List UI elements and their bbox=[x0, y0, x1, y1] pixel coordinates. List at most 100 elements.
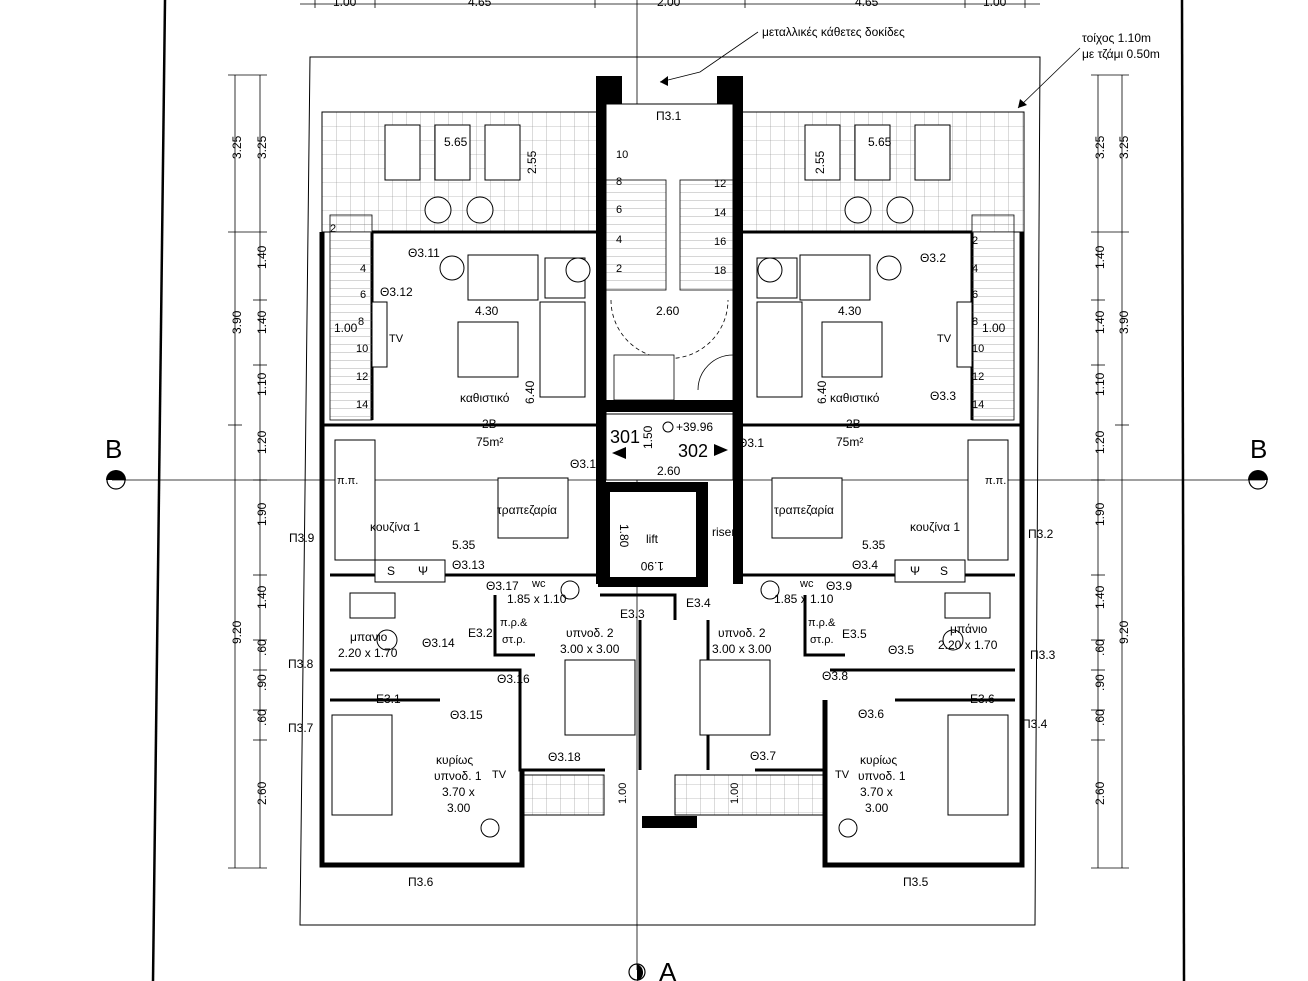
right-unit-furniture bbox=[699, 254, 1009, 838]
label-right-unit-doors-d37: Θ3.7 bbox=[750, 749, 776, 763]
label-left-unit-master-2: 3.70 x bbox=[442, 785, 475, 799]
label-left-unit-storage-0: π.ρ.& bbox=[500, 617, 528, 629]
label-right-dims-inner-1: 1.40 bbox=[1093, 245, 1107, 269]
label-right-unit-appliances-0: Ψ bbox=[910, 564, 920, 578]
label-right-unit-doors-d32: Θ3.2 bbox=[920, 251, 946, 265]
label-right-dims-inner-9: .60 bbox=[1093, 709, 1107, 726]
label-section-marks-right: B bbox=[1250, 434, 1267, 464]
label-right-unit-bath-dim: 2.20 x 1.70 bbox=[938, 638, 998, 652]
label-right-unit-storage-0: π.ρ.& bbox=[808, 617, 836, 629]
label-left-unit-closets-e31: Ε3.1 bbox=[376, 692, 401, 706]
label-left-unit-master-1: υπνοδ. 1 bbox=[434, 769, 482, 783]
stair-door-label: Θ3.19 bbox=[690, 399, 723, 413]
label-stair-steps-left-3: 4 bbox=[616, 234, 622, 246]
label-left-unit-doors-d315: Θ3.15 bbox=[450, 708, 483, 722]
label-right-unit-dining: τραπεζαρία bbox=[774, 503, 834, 517]
label-right-unit-storage-1: στ.ρ. bbox=[810, 634, 834, 646]
left-unit-furniture bbox=[331, 254, 636, 838]
label-left-dims-outer-0: 3.25 bbox=[230, 135, 244, 159]
label-right-unit-living-d: 6.40 bbox=[815, 380, 829, 404]
label-right-unit-appliances-1: S bbox=[940, 564, 948, 578]
label-right-unit-stair-steps-0: 2 bbox=[972, 235, 978, 247]
label-left-unit-balcony-w: 5.65 bbox=[444, 135, 468, 149]
label-left-unit-wc-dim: 1.85 x 1.10 bbox=[507, 592, 567, 606]
label-right-unit-bath: μπάνιο bbox=[950, 622, 988, 636]
corridor-width: 1.50 bbox=[641, 425, 655, 449]
right-stair-width: 1.00 bbox=[982, 321, 1006, 335]
label-right-dims-outer-1: 3.90 bbox=[1117, 310, 1131, 334]
left-dimension-chains bbox=[228, 74, 267, 869]
label-right-unit-doors-d39: Θ3.9 bbox=[826, 579, 852, 593]
label-right-unit-kitchen-w: 5.35 bbox=[862, 538, 886, 552]
closet-e34: Ε3.4 bbox=[686, 596, 711, 610]
right-unit-labels: 5.65 2.55 4.30 6.40 καθιστικό 2B 75m² τρ… bbox=[712, 135, 1056, 889]
top-dim-3: 2.00 bbox=[657, 0, 681, 9]
label-left-unit-windows-p37: Π3.7 bbox=[288, 721, 314, 735]
label-right-unit-doors-d33: Θ3.3 bbox=[930, 389, 956, 403]
label-right-unit-balcony-d: 2.55 bbox=[813, 150, 827, 174]
label-stair-steps-right-3: 18 bbox=[714, 265, 726, 277]
label-left-unit-master-3: 3.00 bbox=[447, 801, 471, 815]
label-left-unit-kitchen-w: 5.35 bbox=[452, 538, 476, 552]
label-right-dims-inner-0: 3.25 bbox=[1093, 135, 1107, 159]
label-left-dims-inner-0: 3.25 bbox=[255, 135, 269, 159]
label-stair-steps-left-1: 8 bbox=[616, 176, 622, 188]
lift-width: 1.80 bbox=[617, 524, 631, 548]
label-left-unit-appliances-0: S bbox=[387, 564, 395, 578]
label-right-unit-doors-d35: Θ3.5 bbox=[888, 643, 914, 657]
label-right-dims-inner-8: .90 bbox=[1093, 674, 1107, 691]
label-left-unit-stair-steps-4: 10 bbox=[356, 343, 368, 355]
label-right-unit-master-3: 3.00 bbox=[865, 801, 889, 815]
label-left-dims-inner-1: 1.40 bbox=[255, 245, 269, 269]
label-right-unit-balcony-w: 5.65 bbox=[868, 135, 892, 149]
label-right-unit-stair-steps-1: 4 bbox=[972, 263, 978, 275]
label-left-unit-kitchen: κουζίνα 1 bbox=[370, 520, 420, 534]
label-right-unit-wc: wc bbox=[799, 578, 814, 590]
label-right-unit-tv2: TV bbox=[835, 769, 850, 781]
label-right-dims-outer-0: 3.25 bbox=[1117, 135, 1131, 159]
stair-core bbox=[596, 76, 743, 584]
section-marker-bottom: A bbox=[628, 957, 677, 981]
label-left-unit-stair-steps-3: 8 bbox=[358, 316, 364, 328]
right-dimension-values: 3.25 1.40 1.40 1.10 1.20 1.90 1.40 .60 .… bbox=[1093, 135, 1131, 805]
label-left-dims-inner-10: 2.60 bbox=[255, 781, 269, 805]
top-dim-4: 4.65 bbox=[855, 0, 879, 9]
label-left-unit-bed2: υπνοδ. 2 bbox=[566, 626, 614, 640]
left-dimension-values: 3.25 3.90 9.20 3.25 1.40 1.40 1.10 1.20 … bbox=[230, 135, 269, 805]
closet-e33: Ε3.3 bbox=[620, 607, 645, 621]
label-right-unit-doors-d38: Θ3.8 bbox=[822, 669, 848, 683]
label-left-dims-inner-8: .90 bbox=[255, 674, 269, 691]
label-left-unit-doors-d310: Θ3.10 bbox=[570, 457, 603, 471]
label-right-dims-outer-2: 9.20 bbox=[1117, 620, 1131, 644]
label-left-unit-under: 1.00 bbox=[617, 783, 629, 804]
label-right-unit-under: 1.00 bbox=[729, 783, 741, 804]
label-right-unit-stair-steps-6: 14 bbox=[972, 399, 984, 411]
top-dim-1: 1.00 bbox=[333, 0, 357, 9]
elevation-label: +39.96 bbox=[676, 420, 713, 434]
label-left-unit-doors-d318: Θ3.18 bbox=[548, 750, 581, 764]
label-left-unit-bath-dim: 2.20 x 1.70 bbox=[338, 646, 398, 660]
label-right-dims-inner-7: .60 bbox=[1093, 639, 1107, 656]
label-left-unit-balcony-d: 2.55 bbox=[525, 150, 539, 174]
label-left-unit-living-w: 4.30 bbox=[475, 304, 499, 318]
top-dimension-chain: 1.00 4.65 2.00 4.65 1.00 bbox=[300, 0, 1040, 9]
label-left-unit-stair-steps-0: 2 bbox=[330, 223, 336, 235]
label-right-unit-type: 2B bbox=[846, 417, 861, 431]
label-left-dims-inner-3: 1.10 bbox=[255, 372, 269, 396]
label-right-unit-stair-steps-3: 8 bbox=[972, 316, 978, 328]
wall-note-1: τοίχος 1.10m bbox=[1082, 31, 1151, 45]
unit-302-label: 302 bbox=[678, 441, 708, 461]
top-dim-5: 1.00 bbox=[983, 0, 1007, 9]
label-right-dims-inner-5: 1.90 bbox=[1093, 502, 1107, 526]
label-left-dims-inner-5: 1.90 bbox=[255, 502, 269, 526]
label-right-unit-closets-e36: Ε3.6 bbox=[970, 692, 995, 706]
corridor-length: 2.60 bbox=[657, 464, 681, 478]
section-marker-right: B bbox=[1248, 434, 1268, 490]
entry-slab bbox=[642, 816, 697, 828]
stair-landing-dim: 2.60 bbox=[656, 304, 680, 318]
stair-steps-left: 10 8 6 4 2 bbox=[616, 149, 628, 275]
label-left-unit-hood: π.π. bbox=[337, 475, 358, 487]
label-left-unit-type: 2B bbox=[482, 417, 497, 431]
label-stair-steps-left-0: 10 bbox=[616, 149, 628, 161]
